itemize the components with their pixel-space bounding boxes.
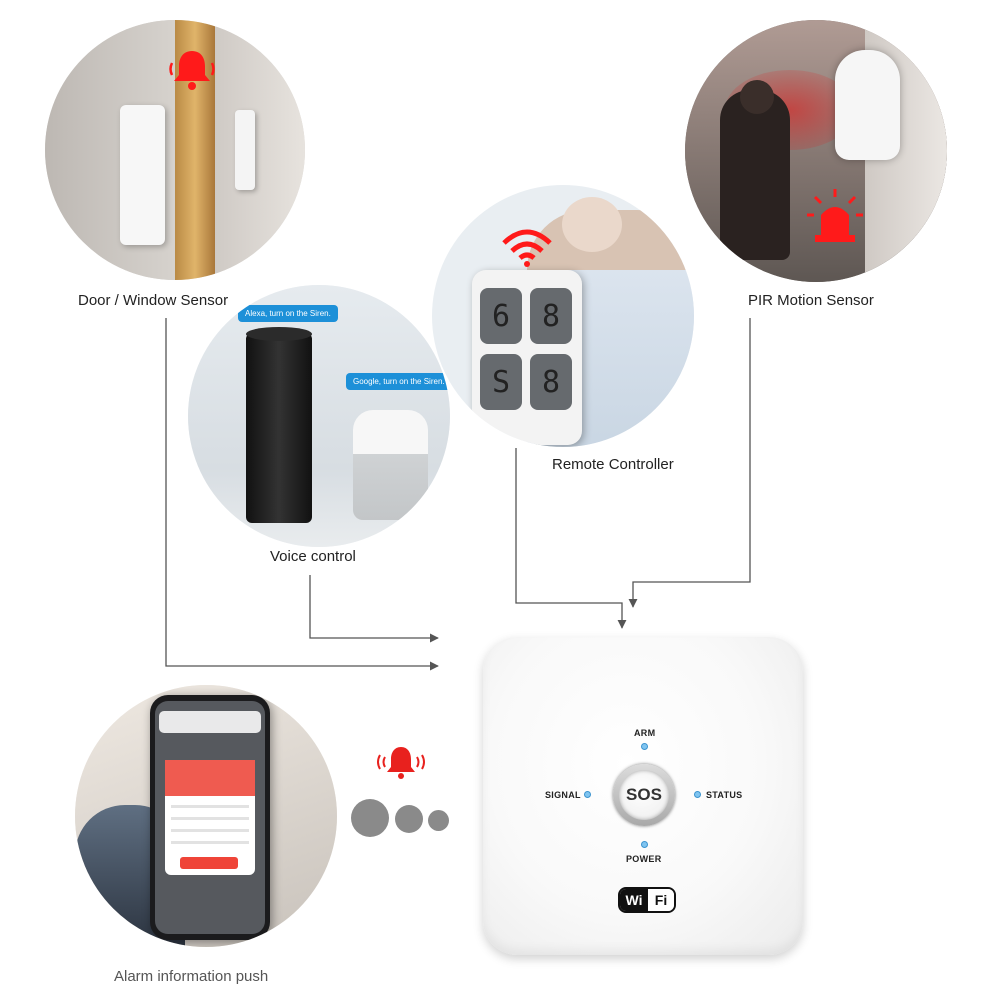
intruder-figure — [720, 90, 790, 260]
status-label: STATUS — [706, 790, 743, 800]
alarm-information-push-image — [75, 685, 337, 947]
wifi-badge-left: Wi — [620, 889, 648, 911]
alarm-bell-icon — [377, 747, 425, 779]
smart-speaker-tall — [246, 333, 312, 523]
arrow-pir-sensor — [628, 318, 751, 608]
signal-dot-small — [428, 810, 449, 831]
remote-controller-device: 6 8 S 8 — [472, 270, 582, 445]
arrow-door-sensor — [165, 318, 439, 671]
arrow-remote-controller — [515, 448, 627, 629]
notification-banner — [159, 711, 261, 733]
door-sensor-device — [120, 105, 165, 245]
wifi-badge-right: Fi — [648, 889, 674, 911]
siren-icon — [807, 189, 863, 242]
remote-button-3: S — [480, 354, 522, 410]
remote-button-4: 8 — [530, 354, 572, 410]
remote-button-2: 8 — [530, 288, 572, 344]
voice-control-image: Alexa, turn on the Siren. Google, turn o… — [188, 285, 450, 547]
power-led — [641, 841, 648, 848]
alarm-information-push-label: Alarm information push — [114, 968, 269, 985]
signal-label: SIGNAL — [545, 790, 581, 800]
remote-controller-image: 6 8 S 8 — [432, 185, 694, 447]
alarm-hub: ARM SIGNAL STATUS POWER SOS Wi Fi — [483, 637, 803, 955]
voice-bubble-google: Google, turn on the Siren. — [346, 373, 450, 390]
door-window-sensor-image — [45, 20, 305, 280]
pir-motion-sensor-image — [685, 20, 947, 282]
status-led — [694, 791, 701, 798]
alarm-bell-icon — [169, 51, 215, 90]
voice-bubble-alexa: Alexa, turn on the Siren. — [238, 305, 338, 322]
pir-motion-sensor-label: PIR Motion Sensor — [748, 292, 874, 309]
remote-controller-label: Remote Controller — [552, 456, 674, 473]
pir-sensor-device — [835, 50, 900, 160]
wifi-signal-icon — [502, 229, 552, 267]
wifi-badge: Wi Fi — [618, 887, 676, 913]
sos-button[interactable]: SOS — [619, 770, 669, 820]
arm-led — [641, 743, 648, 750]
remote-button-1: 6 — [480, 288, 522, 344]
signal-dot-medium — [395, 805, 423, 833]
signal-led — [584, 791, 591, 798]
power-label: POWER — [626, 854, 662, 864]
arm-label: ARM — [634, 728, 656, 738]
door-sensor-magnet — [235, 110, 255, 190]
signal-dot-large — [351, 799, 389, 837]
alarm-card-button — [180, 857, 238, 869]
smart-speaker-short — [353, 410, 428, 520]
voice-control-label: Voice control — [270, 548, 356, 565]
arrow-voice-control — [309, 575, 439, 643]
